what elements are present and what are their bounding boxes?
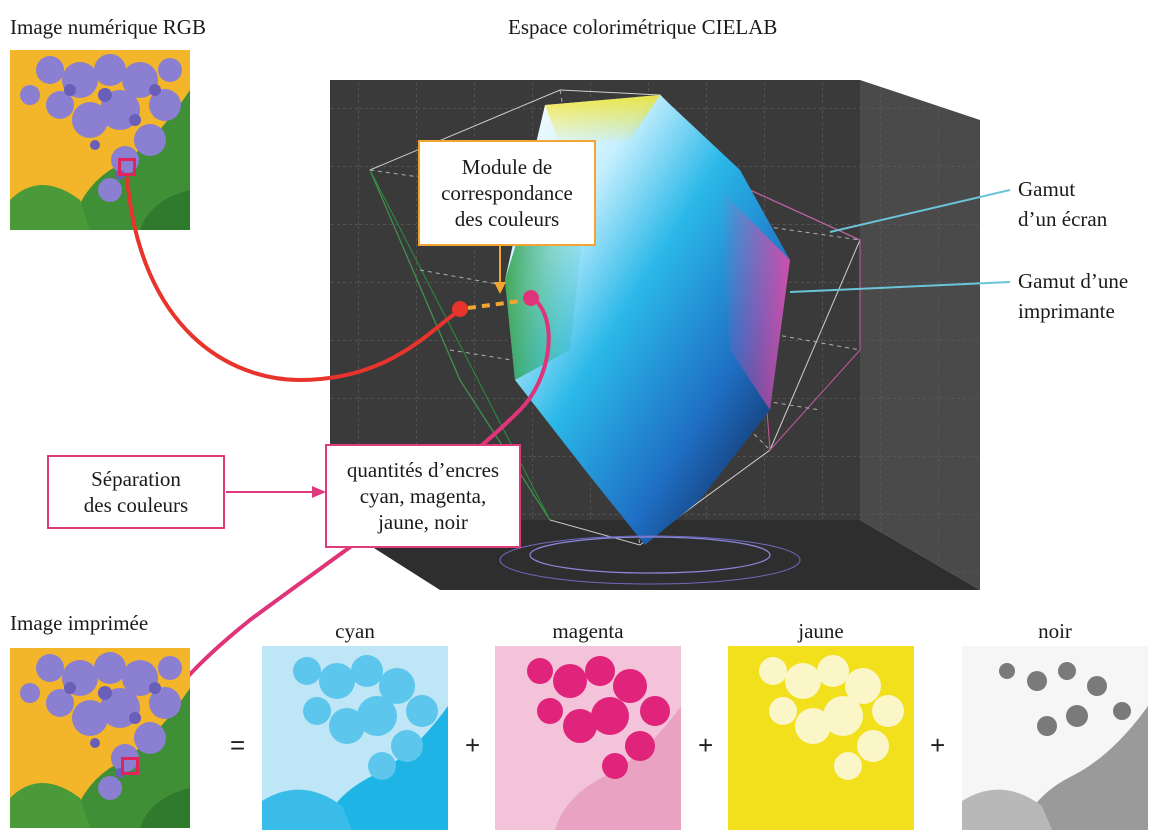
gamut-printer-label-line2: imprimante	[1018, 299, 1115, 323]
rgb-image-title: Image numérique RGB	[10, 15, 206, 39]
cyan-channel-label: cyan	[335, 619, 375, 643]
printed-image-thumbnail	[10, 648, 190, 828]
plus-sign-2: +	[698, 730, 714, 760]
black-channel-thumbnail	[962, 646, 1148, 830]
ink-quantities-box: quantités d’encres cyan, magenta, jaune,…	[325, 444, 521, 548]
ink-quantities-line3: jaune, noir	[378, 510, 468, 534]
plus-sign-1: +	[465, 730, 481, 760]
color-separation-box: Séparation des couleurs	[47, 455, 225, 529]
color-matching-line2: correspondance	[441, 181, 573, 205]
separation-line1: Séparation	[91, 467, 181, 491]
magenta-channel-icon	[495, 646, 681, 830]
printed-image-title: Image imprimée	[10, 611, 149, 635]
equals-sign: =	[230, 730, 246, 760]
ink-quantities-line1: quantités d’encres	[346, 458, 500, 482]
color-matching-line3: des couleurs	[454, 207, 560, 231]
color-matching-module-box: Module de correspondance des couleurs	[418, 140, 596, 246]
black-channel-label: noir	[1038, 619, 1072, 643]
yellow-channel-thumbnail	[728, 646, 914, 830]
cielab-space-title: Espace colorimétrique CIELAB	[508, 15, 778, 39]
cyan-channel-thumbnail	[262, 646, 448, 830]
magenta-channel-thumbnail	[495, 646, 681, 830]
plus-sign-3: +	[930, 730, 946, 760]
gamut-printer-label-line1: Gamut d’une	[1018, 269, 1129, 293]
black-channel-icon	[962, 646, 1148, 830]
separation-line2: des couleurs	[83, 493, 189, 517]
printed-pixel-marker	[121, 757, 139, 775]
yellow-channel-label: jaune	[798, 619, 844, 643]
ink-quantities-line2: cyan, magenta,	[359, 484, 487, 508]
cyan-channel-icon	[262, 646, 448, 830]
magenta-channel-label: magenta	[552, 619, 624, 643]
yellow-channel-icon	[728, 646, 914, 830]
flower-thumbnail-icon	[10, 50, 190, 230]
flower-thumbnail-icon	[10, 648, 190, 828]
color-matching-line1: Module de	[461, 155, 553, 179]
rgb-image-thumbnail	[10, 50, 190, 230]
rgb-pixel-marker	[118, 158, 136, 176]
gamut-screen-label-line2: d’un écran	[1018, 207, 1108, 231]
gamut-screen-label-line1: Gamut	[1018, 177, 1076, 201]
